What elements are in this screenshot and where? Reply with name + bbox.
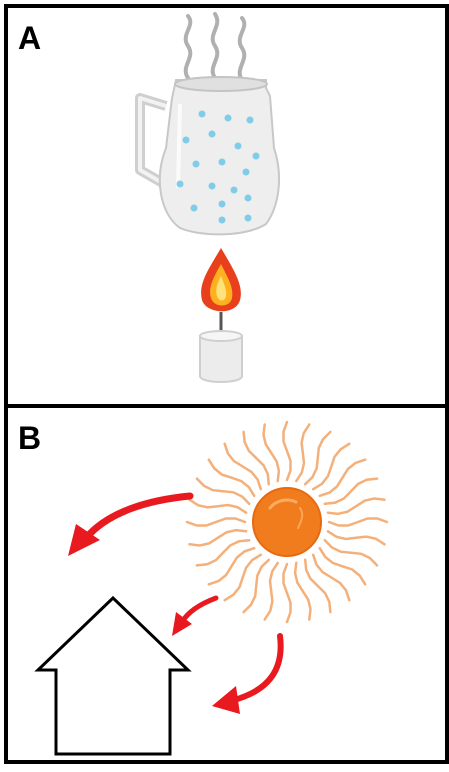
sun-ray xyxy=(223,442,263,491)
panel-divider xyxy=(4,404,449,408)
sun-ray xyxy=(188,528,248,547)
radiation-arrow-icon xyxy=(212,633,284,714)
sun-icon xyxy=(252,487,322,557)
sun-ray xyxy=(295,423,311,483)
sun-ray xyxy=(207,458,256,498)
panel-label-b: B xyxy=(18,420,42,456)
flame-icon xyxy=(201,248,241,312)
steam-icon xyxy=(183,12,247,82)
candle-icon xyxy=(199,312,243,383)
sun-ray xyxy=(242,430,271,486)
sun-ray xyxy=(188,498,248,514)
sun-ray xyxy=(282,562,292,624)
sun-ray xyxy=(311,442,351,491)
sun-ray xyxy=(303,558,332,614)
panel-a: A xyxy=(4,4,449,412)
sun-ray xyxy=(326,530,386,546)
sun-ray xyxy=(318,546,367,586)
sun-ray xyxy=(207,546,256,586)
sun-ray xyxy=(242,558,271,614)
sun-ray xyxy=(303,430,332,486)
sun-ray xyxy=(223,553,263,602)
panel-b: B xyxy=(4,408,449,764)
panel-b-illustration xyxy=(34,420,389,756)
panel-label-a: A xyxy=(18,20,42,56)
sun-ray xyxy=(311,553,351,602)
house-outline-icon xyxy=(34,595,192,756)
sun-ray xyxy=(318,458,367,498)
water-bubbles xyxy=(176,110,260,224)
sun-rays xyxy=(185,420,389,624)
sun-ray xyxy=(323,477,379,506)
radiation-arrow-icon xyxy=(172,595,219,636)
sun-ray xyxy=(263,561,279,621)
sun-ray xyxy=(262,423,281,483)
panel-a-illustration xyxy=(135,12,280,383)
radiation-arrow-icon xyxy=(68,492,194,556)
sun-ray xyxy=(195,477,251,506)
sun-ray xyxy=(326,497,386,516)
sun-ray xyxy=(282,420,292,482)
sun-ray xyxy=(327,517,389,527)
sun-ray xyxy=(185,517,247,527)
sun-ray xyxy=(293,561,312,621)
sun-ray xyxy=(323,538,379,567)
sun-ray xyxy=(195,538,251,567)
